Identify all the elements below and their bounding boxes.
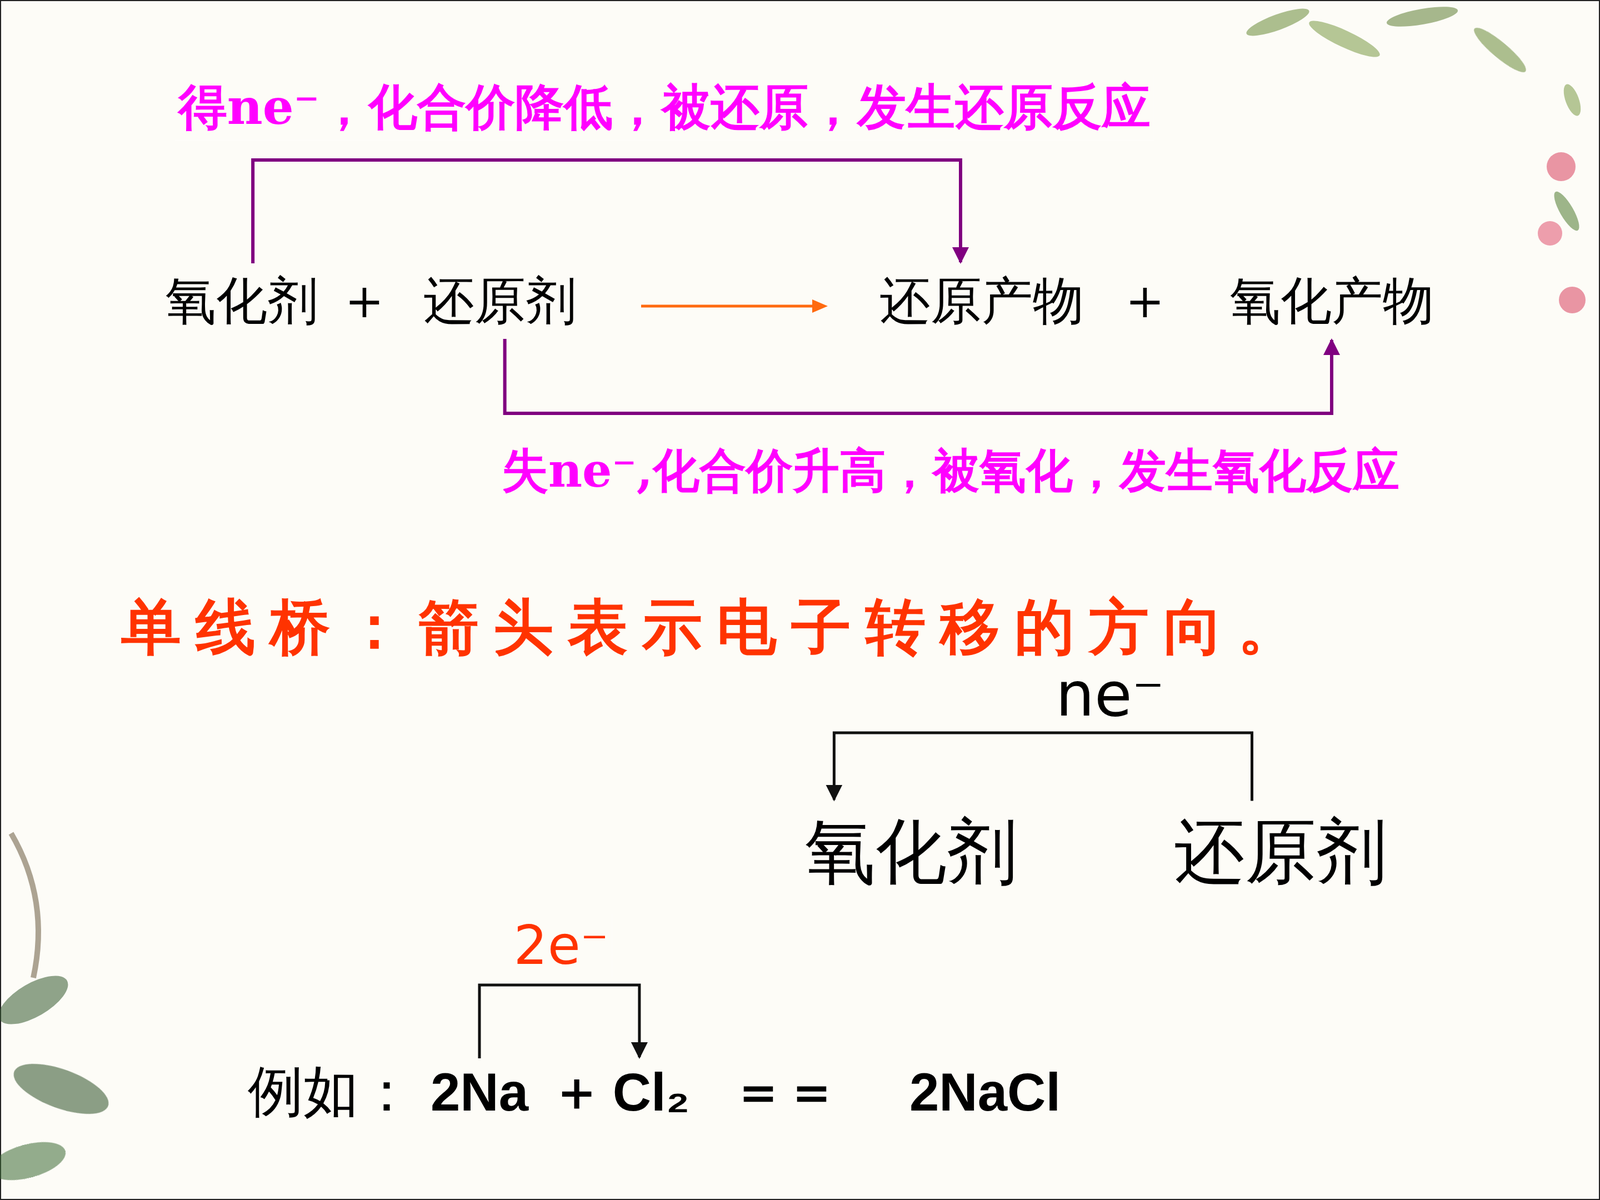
transfer-label: 得ne⁻，化合价降低，被还原，发生还原反应 bbox=[175, 74, 1154, 141]
section-heading: 单线桥：箭头表示电子转移的方向。 bbox=[117, 587, 1316, 669]
reagent-term: 氧化剂 bbox=[801, 802, 1022, 903]
reagent-term: 还原产物 bbox=[876, 264, 1088, 338]
equals-sign: ＝＝ bbox=[728, 1056, 842, 1129]
reaction-arrow bbox=[641, 299, 828, 313]
term-text: 还原剂 bbox=[423, 266, 577, 336]
plant-decoration bbox=[0, 2, 1586, 1188]
example-prefix: 例如： bbox=[244, 1055, 418, 1130]
electron-transfer-bracket bbox=[479, 985, 640, 1059]
formula-product: 2NaCl bbox=[906, 1061, 1064, 1123]
term-text: 氧化剂 bbox=[165, 266, 319, 336]
transfer-label: 失ne⁻,化合价升高，被氧化，发生氧化反应 bbox=[498, 439, 1403, 503]
transfer-label: 2e⁻ bbox=[510, 914, 613, 977]
transfer-label: ne⁻ bbox=[1052, 658, 1168, 730]
electron-transfer-bracket bbox=[505, 338, 1332, 414]
plus-sign: + bbox=[1122, 273, 1168, 329]
term-text: 氧化剂 bbox=[804, 804, 1018, 901]
term-text: Cl₂ bbox=[612, 1061, 690, 1123]
plus-sign: + bbox=[341, 273, 388, 329]
reagent-term: 还原剂 bbox=[1170, 802, 1391, 903]
reagent-term: 氧化剂 bbox=[161, 264, 322, 338]
term-text: 还原剂 bbox=[1173, 804, 1388, 901]
term-text: 还原产物 bbox=[879, 266, 1084, 336]
reagent-term: 还原剂 bbox=[420, 264, 580, 338]
plus-sign: ＋ bbox=[546, 1056, 607, 1129]
formula-term: Cl₂ bbox=[609, 1059, 694, 1125]
electron-transfer-bracket bbox=[252, 160, 961, 264]
formula-term: 2Na bbox=[427, 1059, 532, 1125]
term-text: 2Na bbox=[430, 1061, 529, 1123]
term-text: 氧化产物 bbox=[1229, 266, 1434, 336]
reagent-term: 氧化产物 bbox=[1226, 264, 1438, 338]
electron-transfer-bracket bbox=[833, 732, 1252, 802]
